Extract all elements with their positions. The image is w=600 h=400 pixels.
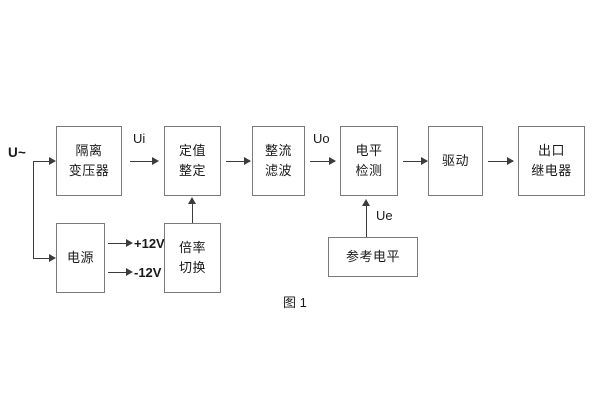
block-reference-level-line-1: 参考电平 bbox=[345, 248, 400, 264]
input-bus-vertical bbox=[33, 161, 34, 259]
block-output-relay-line-2: 继电器 bbox=[531, 163, 572, 178]
block-rectify-filter: 整流 滤波 bbox=[252, 126, 305, 196]
rail-negative-line bbox=[108, 272, 130, 273]
rail-negative-label: -12V bbox=[134, 265, 162, 280]
block-multiplier-switch-line-2: 切换 bbox=[178, 260, 206, 275]
block-level-detect-line-1: 电平 bbox=[355, 142, 383, 158]
block-isolation-transformer-line-2: 变压器 bbox=[68, 163, 110, 178]
block-drive-line-1: 驱动 bbox=[441, 152, 469, 168]
input-to-transformer-arrow-icon bbox=[49, 157, 56, 165]
transformer-to-setting-arrow-icon bbox=[152, 157, 159, 165]
drive-to-relay-arrow-icon bbox=[507, 157, 514, 165]
block-isolation-transformer-line-1: 隔离 bbox=[75, 142, 103, 158]
block-power-supply: 电源 bbox=[56, 223, 105, 293]
level-to-drive-line bbox=[403, 161, 427, 162]
input-to-power-line bbox=[33, 258, 54, 259]
block-setting-value-line-1: 定值 bbox=[178, 142, 206, 158]
multiplier-to-setting-arrow-icon bbox=[188, 197, 196, 204]
signal-label-ui: Ui bbox=[133, 131, 146, 146]
rectify-to-level-line bbox=[310, 161, 335, 162]
block-level-detect: 电平 检测 bbox=[340, 126, 398, 196]
block-reference-level: 参考电平 bbox=[328, 237, 418, 277]
rail-negative-arrow-icon bbox=[126, 268, 133, 276]
reference-to-level-line bbox=[366, 203, 367, 237]
multiplier-to-setting-line bbox=[192, 200, 193, 223]
input-signal-label: U~ bbox=[8, 145, 27, 160]
signal-label-uo: Uo bbox=[313, 131, 330, 146]
block-output-relay-line-1: 出口 bbox=[537, 142, 565, 158]
reference-to-level-arrow-icon bbox=[362, 199, 370, 206]
rectify-to-level-arrow-icon bbox=[329, 157, 336, 165]
input-to-transformer-line bbox=[33, 161, 54, 162]
setting-to-rectify-line bbox=[226, 161, 250, 162]
block-drive: 驱动 bbox=[428, 126, 483, 196]
transformer-to-setting-line bbox=[130, 161, 157, 162]
block-level-detect-line-2: 检测 bbox=[355, 163, 383, 178]
block-multiplier-switch-line-1: 倍率 bbox=[178, 239, 206, 255]
block-setting-value-line-2: 整定 bbox=[178, 163, 206, 178]
figure-caption: 图 1 bbox=[283, 295, 307, 310]
input-to-power-arrow-icon bbox=[49, 254, 56, 262]
rail-positive-line bbox=[108, 243, 130, 244]
rail-positive-arrow-icon bbox=[126, 239, 133, 247]
block-setting-value: 定值 整定 bbox=[164, 126, 221, 196]
signal-label-ue: Ue bbox=[376, 208, 393, 223]
block-rectify-filter-line-1: 整流 bbox=[264, 142, 292, 158]
rail-positive-label: +12V bbox=[134, 236, 165, 251]
drive-to-relay-line bbox=[488, 161, 513, 162]
level-to-drive-arrow-icon bbox=[421, 157, 428, 165]
block-isolation-transformer: 隔离 变压器 bbox=[56, 126, 122, 196]
block-rectify-filter-line-2: 滤波 bbox=[264, 163, 292, 178]
block-output-relay: 出口 继电器 bbox=[518, 126, 585, 196]
setting-to-rectify-arrow-icon bbox=[244, 157, 251, 165]
block-multiplier-switch: 倍率 切换 bbox=[164, 223, 221, 293]
block-power-supply-line-1: 电源 bbox=[66, 249, 94, 265]
